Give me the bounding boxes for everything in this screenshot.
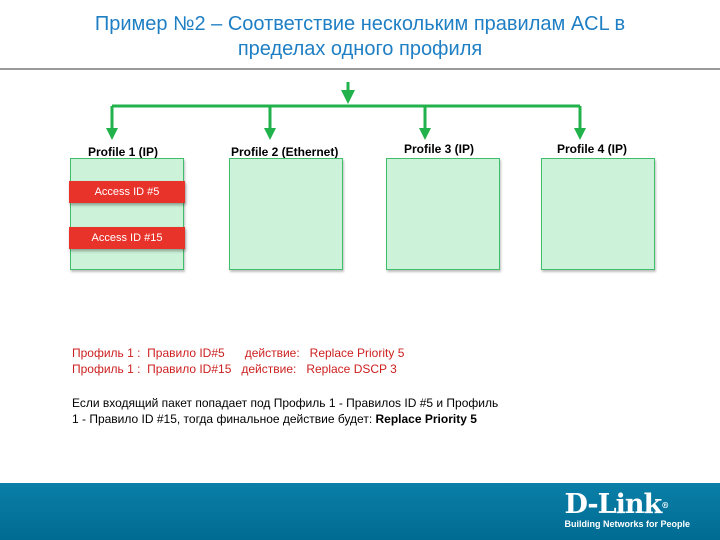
logo-registered-mark: ® bbox=[661, 500, 669, 510]
distribution-arrows bbox=[106, 82, 586, 140]
profile-4-label: Profile 4 (IP) bbox=[557, 142, 628, 156]
logo-name: D-Link bbox=[564, 489, 662, 520]
branch-2-head bbox=[264, 128, 276, 140]
page-title-line2: пределах одного профиля bbox=[237, 38, 483, 60]
profile-3-box bbox=[386, 158, 500, 270]
page-title: Пример №2 – Соответствие нескольким прав… bbox=[0, 12, 720, 62]
rule-line-2: Профиль 1 : Правило ID#15 действие: Repl… bbox=[72, 362, 397, 376]
dlink-logo: D-Link® Building Networks for People bbox=[564, 491, 690, 530]
explanation-line-1: Если входящий пакет попадает под Профиль… bbox=[72, 396, 499, 410]
page-title-line1: Пример №2 – Соответствие нескольким прав… bbox=[94, 13, 626, 35]
profile-4-box bbox=[541, 158, 655, 270]
profile-2-label: Profile 2 (Ethernet) bbox=[231, 145, 339, 159]
logo-tagline: Building Networks for People bbox=[564, 519, 690, 529]
title-divider bbox=[0, 68, 720, 70]
final-action: Replace Priority 5 bbox=[375, 412, 477, 426]
profile-3-label: Profile 3 (IP) bbox=[404, 142, 475, 156]
explanation-line-2-text: 1 - Правило ID #15, тогда финальное дейс… bbox=[72, 412, 376, 426]
explanation-line-2: 1 - Правило ID #15, тогда финальное дейс… bbox=[72, 411, 477, 427]
profile-2-box bbox=[229, 158, 343, 270]
access-id-15: Access ID #15 bbox=[69, 227, 185, 249]
branch-3-head bbox=[419, 128, 431, 140]
profile-1-box bbox=[70, 158, 184, 270]
footer-bar bbox=[0, 483, 720, 540]
profile-1-label: Profile 1 (IP) bbox=[88, 145, 159, 159]
root-arrow-head bbox=[341, 90, 355, 104]
branch-1-head bbox=[106, 128, 118, 140]
branch-4-head bbox=[574, 128, 586, 140]
access-id-5: Access ID #5 bbox=[69, 181, 185, 203]
rule-line-1: Профиль 1 : Правило ID#5 действие: Repla… bbox=[72, 346, 405, 360]
